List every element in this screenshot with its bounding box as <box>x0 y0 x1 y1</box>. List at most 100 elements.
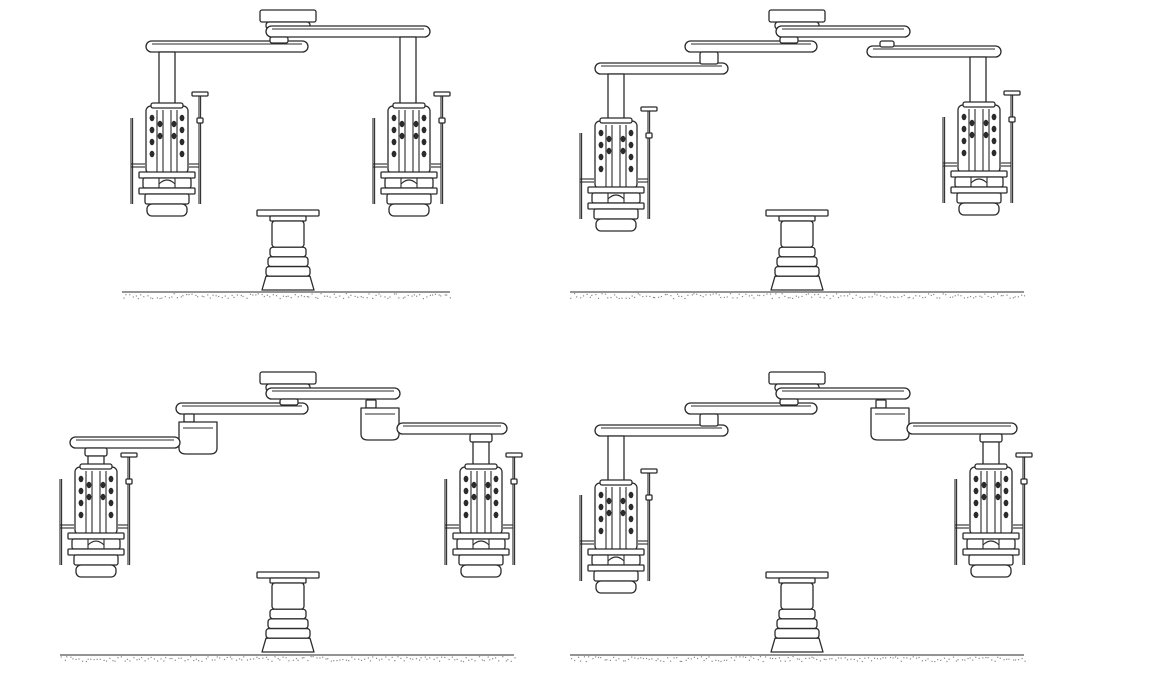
floor-speck <box>219 657 221 659</box>
pendant-assembly <box>942 90 1021 216</box>
outlet-dot <box>1003 487 1009 495</box>
floor-speck <box>982 657 984 659</box>
outlet-dot <box>628 165 634 173</box>
floor-speck <box>972 659 974 661</box>
floor-speck <box>853 658 856 661</box>
floor-speck <box>159 297 161 300</box>
floor-speck <box>634 657 636 659</box>
floor-speck <box>669 660 672 662</box>
floor-speck <box>780 660 782 662</box>
floor-speck <box>994 660 996 662</box>
floor-speck <box>160 658 162 660</box>
floor-speck <box>624 660 626 662</box>
floor-speck <box>272 294 274 296</box>
arm-segment <box>175 402 309 415</box>
floor-speck <box>595 656 597 658</box>
arm-joint <box>979 433 1003 443</box>
outlet-dot <box>399 132 405 140</box>
floor-speck <box>733 659 736 661</box>
floor-speck <box>207 656 209 658</box>
floor-speck <box>138 658 140 660</box>
floor-speck <box>757 659 760 661</box>
floor-speck <box>849 293 851 295</box>
floor-speck <box>191 293 193 295</box>
floor-speck <box>312 656 314 658</box>
floor-speck <box>451 656 454 658</box>
floor-speck <box>835 659 837 661</box>
outlet-dot <box>961 125 967 133</box>
floor-speck <box>732 297 734 299</box>
outlet-dot <box>620 135 626 143</box>
floor-speck <box>817 293 819 296</box>
floor-speck <box>1000 295 1002 297</box>
floor-speck <box>631 656 633 658</box>
floor-speck <box>765 656 767 658</box>
floor-speck <box>837 296 840 299</box>
outlet-dot <box>961 149 967 157</box>
floor-speck <box>844 657 846 659</box>
operating-table-icon <box>256 571 320 653</box>
floor-speck <box>124 660 126 662</box>
floor-speck <box>978 657 980 659</box>
floor-speck <box>843 295 845 297</box>
floor-speck <box>823 297 825 299</box>
floor-speck <box>634 296 636 299</box>
floor-speck <box>186 293 188 296</box>
floor-speck <box>784 295 786 298</box>
floor-speck <box>909 658 912 660</box>
floor-speck <box>336 660 338 662</box>
floor-speck <box>711 660 713 662</box>
floor-speck <box>152 297 154 300</box>
floor-speck <box>143 296 145 298</box>
floor-speck <box>658 296 660 299</box>
floor-speck <box>606 659 608 661</box>
outlet-dot <box>421 138 427 146</box>
floor-speck <box>1009 297 1011 299</box>
arm-joint <box>699 51 719 65</box>
floor-speck <box>769 293 772 295</box>
floor-speck <box>388 659 390 661</box>
floor-speck <box>133 657 135 659</box>
floor-speck <box>892 657 894 659</box>
floor-speck <box>660 295 662 298</box>
floor-speck <box>60 656 62 658</box>
floor-speck <box>769 657 772 659</box>
floor-speck <box>495 657 497 659</box>
floor-speck <box>610 296 612 299</box>
floor-speck <box>103 659 105 661</box>
floor-speck <box>628 297 631 299</box>
floor-speck <box>631 295 633 297</box>
floor-speck <box>679 660 681 663</box>
floor-speck <box>510 660 512 662</box>
floor-speck <box>487 656 489 658</box>
outlet-dot <box>493 499 499 507</box>
floor-speck <box>492 658 494 660</box>
floor-speck <box>165 657 167 659</box>
floor-speck <box>132 296 134 298</box>
panel-1 <box>122 9 451 300</box>
floor-speck <box>954 295 956 297</box>
floor-speck <box>700 656 703 658</box>
floor-speck <box>693 293 695 295</box>
floor-speck <box>316 657 318 659</box>
floor-speck <box>432 294 434 296</box>
floor-speck <box>66 656 68 658</box>
pendant-assembly <box>579 468 658 594</box>
outlet-dot <box>628 515 634 523</box>
equipment-rail <box>372 118 387 204</box>
floor-speck <box>507 659 509 661</box>
floor-speck <box>889 656 892 659</box>
floor-speck <box>852 297 854 299</box>
floor-speck <box>444 656 446 659</box>
floor-speck <box>1020 294 1023 296</box>
motor-head <box>178 413 218 455</box>
floor-speck <box>676 293 679 295</box>
floor-speck <box>317 297 319 299</box>
floor-speck <box>963 297 965 299</box>
operating-table-icon <box>256 209 320 291</box>
floor-speck <box>607 297 609 299</box>
floor-speck <box>306 296 308 298</box>
floor-speck <box>705 294 707 296</box>
floor-speck <box>282 656 284 658</box>
floor-speck <box>666 293 668 296</box>
